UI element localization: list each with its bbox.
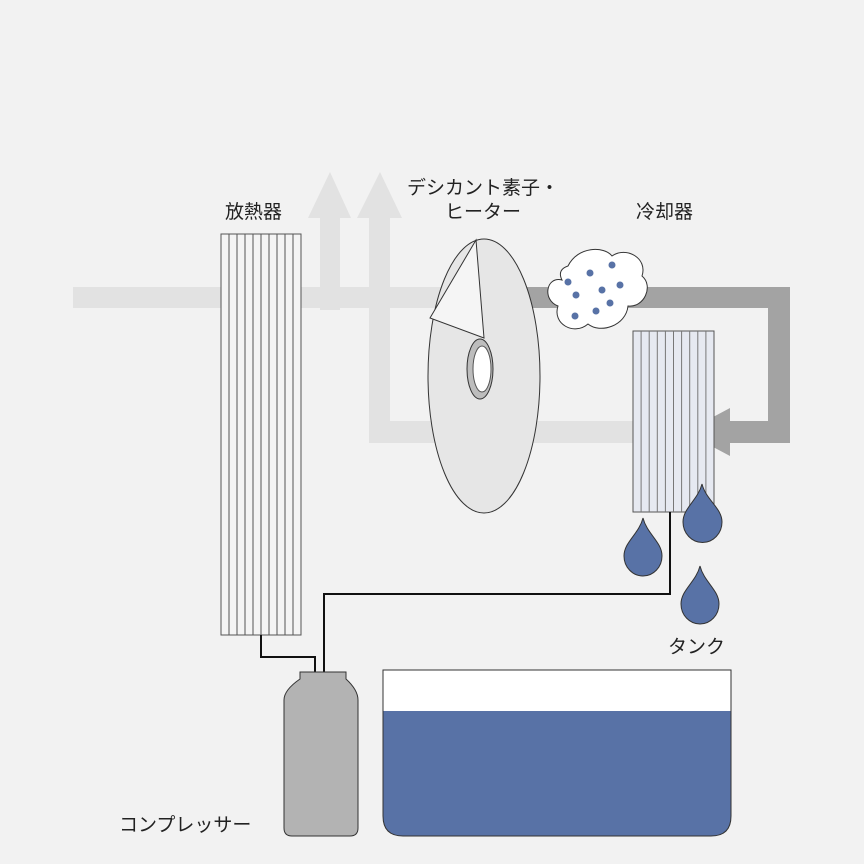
radiator: [220, 233, 302, 636]
tank-empty-space: [383, 670, 731, 711]
moisture-dot: [564, 278, 572, 286]
humid-air-bottom: [720, 421, 790, 443]
moisture-dot: [592, 307, 600, 315]
cloud-shape: [547, 248, 648, 330]
radiator-label: 放熱器: [225, 201, 283, 223]
desiccant-heater-label-line1: デシカント素子・: [406, 177, 559, 199]
tank-water: [383, 711, 731, 836]
exhaust-arrow-left: [308, 172, 351, 310]
droplet-icon: [680, 565, 720, 625]
humid-air-right: [768, 287, 790, 443]
desiccant-heater-label-line2: ヒーター: [444, 201, 521, 223]
moisture-dot: [616, 281, 624, 289]
moisture-dot: [572, 291, 580, 299]
moisture-dot: [606, 299, 614, 307]
heater-sector: [429, 238, 485, 339]
moisture-dot: [586, 269, 594, 277]
pipe-radiator-compressor: [260, 635, 316, 672]
desiccant-heater-label: デシカント素子・ ヒーター: [395, 176, 571, 224]
moisture-cloud: [547, 248, 648, 330]
droplet-icon: [682, 483, 723, 544]
compressor: [283, 671, 359, 837]
cooler-label: 冷却器: [636, 201, 694, 223]
moisture-dot: [571, 312, 579, 320]
cooler-fins: [640, 331, 707, 512]
cooler: [632, 330, 715, 513]
desiccant-rotor: [427, 238, 541, 514]
radiator-fins: [228, 234, 294, 635]
droplet-icon: [623, 517, 663, 577]
exhaust-arrow-right: [357, 172, 402, 442]
exhaust-arrows: [308, 172, 402, 442]
water-tank: [382, 669, 732, 837]
moisture-dots: [564, 261, 624, 320]
refrigerant-pipes: [260, 512, 671, 672]
pipe-compressor-cooler: [323, 512, 671, 672]
water-droplets: [623, 483, 723, 625]
moisture-dot: [608, 261, 616, 269]
moisture-dot: [598, 286, 606, 294]
compressor-label: コンプレッサー: [119, 814, 252, 836]
tank-outline: [382, 669, 732, 837]
tank-label: タンク: [668, 636, 726, 658]
rotor-hole: [472, 345, 492, 393]
